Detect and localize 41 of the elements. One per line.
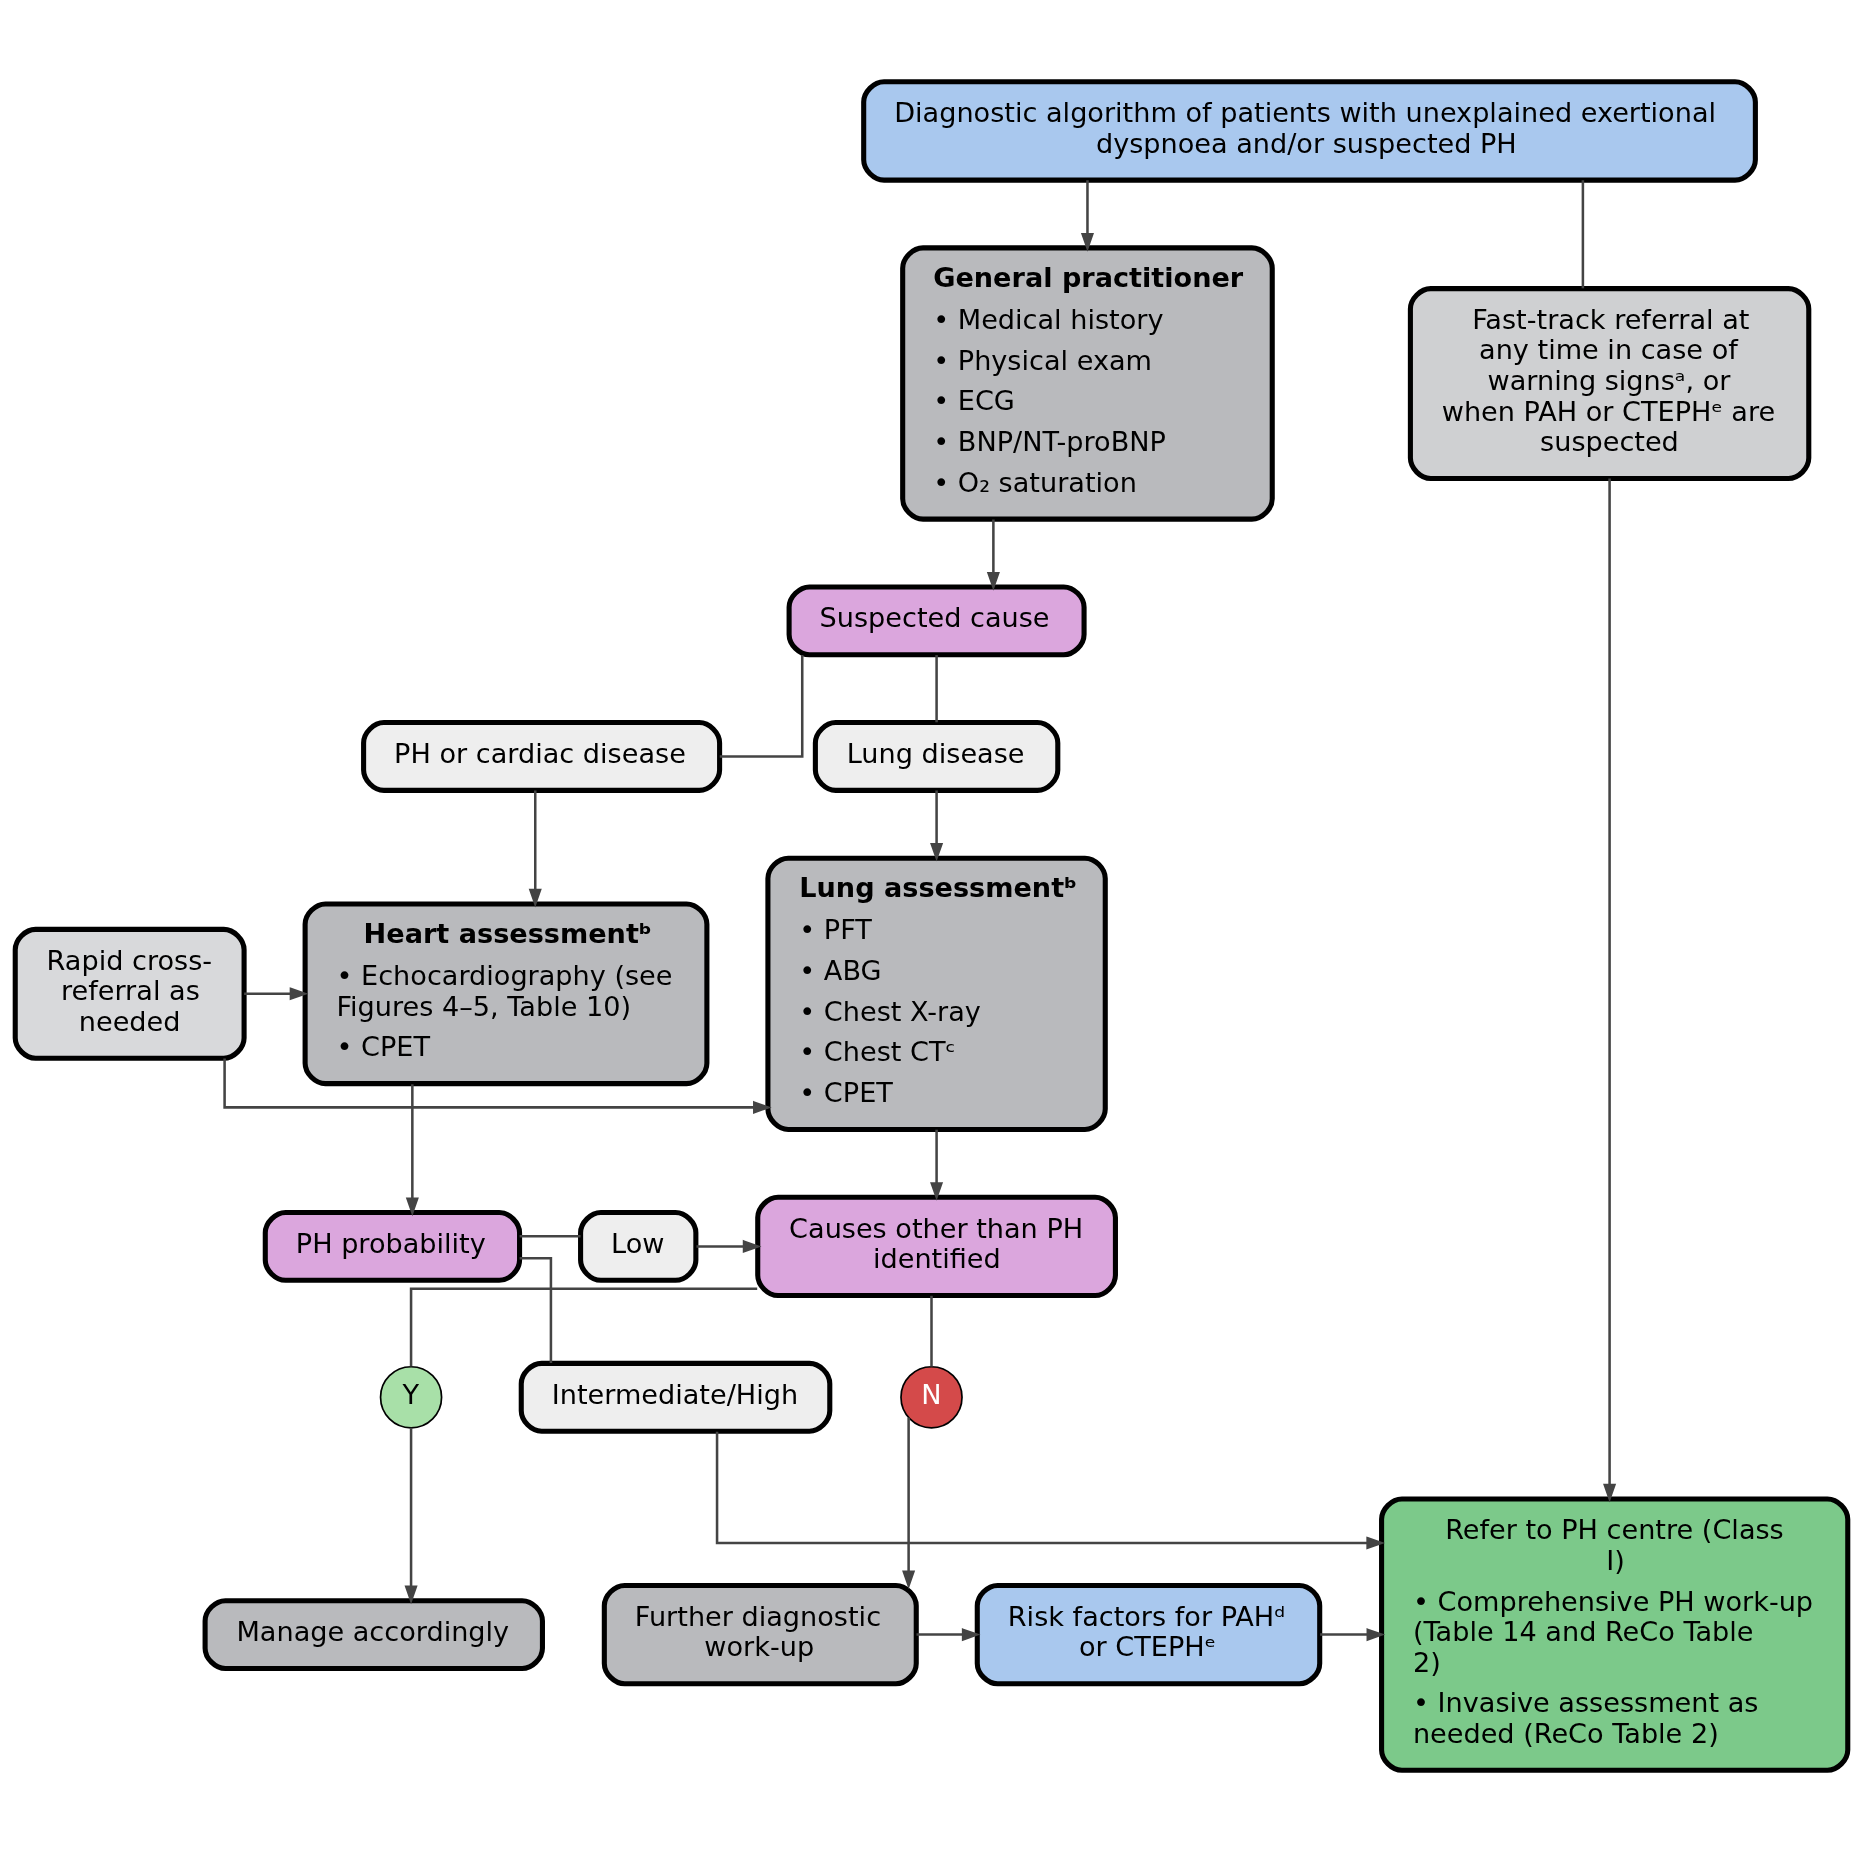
arrow [986,519,1000,591]
node-box: Fast-track referral at any time in case of warning signsᵃ, or when PAH or CTEPHᵉ are suspected [1407,286,1812,481]
node-box: PH or cardiac disease [361,720,723,793]
arrow [244,987,309,1001]
node-circle: Y [379,1365,443,1429]
node-box: Rapid cross-referral as needed [12,926,247,1061]
arrow [916,1628,981,1642]
connector [519,1234,581,1238]
connector [409,1287,758,1367]
arrow [930,790,944,862]
connector [935,655,938,723]
node-box: Refer to PH centre (Class I) • Comprehensive PH work-up (Table 14 and ReCo Table 2) • Invasive assessment as needed (ReCo Table 2) [1379,1496,1851,1773]
connector [519,1257,553,1363]
arrow [1080,180,1094,252]
arrow [405,1084,419,1217]
node-box: Lung disease [812,720,1061,793]
node-box: Causes other than PH identified [755,1194,1118,1299]
node-box: Diagnostic algorithm of patients with unexplained exertional dyspnoea and/or suspected PH [861,79,1758,183]
node-box: Manage accordingly [202,1598,545,1672]
connector [930,1295,933,1367]
arrow [223,1058,772,1114]
arrow [715,1431,1385,1550]
arrow [1320,1628,1386,1642]
arrow [902,1417,916,1590]
node-box: Suspected cause [786,584,1087,658]
arrow [528,790,542,908]
node-box: Intermediate/High [518,1360,833,1434]
node-box: Risk factors for PAHᵈ or CTEPHᵉ [974,1582,1323,1687]
node-box: Heart assessmentᵇ • Echocardiography (see Figures 4–5, Table 10) • CPET [302,901,710,1087]
node-box: General practitioner • Medical history • Physical exam • ECG • BNP/NT-proBNP • O₂ saturation [900,245,1275,522]
node-box: Further diagnostic work-up [601,1582,919,1687]
node-box: PH probability [262,1209,523,1283]
arrow [930,1129,944,1201]
arrow [696,1239,762,1253]
node-box: Low [578,1209,699,1283]
node-circle: N [900,1365,963,1429]
arrow [404,1427,418,1605]
connector [719,655,804,758]
connector [1581,180,1585,289]
arrow [1603,478,1617,1503]
node-box: Lung assessmentᵇ • PFT • ABG • Chest X-ray • Chest CTᶜ • CPET [765,855,1108,1132]
